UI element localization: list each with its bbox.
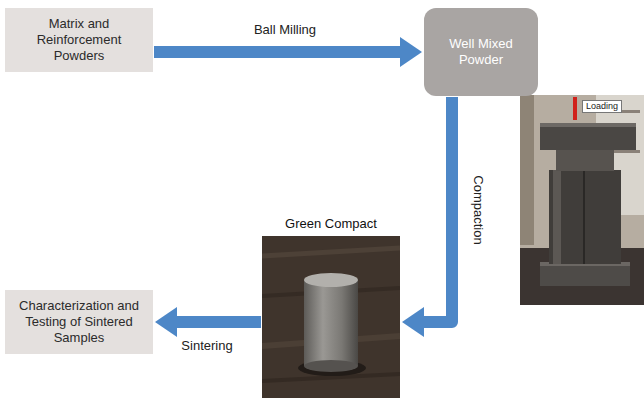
- photo-label: Loading: [582, 100, 622, 113]
- flow-arrow: [154, 37, 422, 67]
- edge-label: Sintering: [179, 338, 234, 354]
- die-highlight: [553, 170, 561, 264]
- flow-arrow: [155, 307, 261, 337]
- text-wrap: Matrix and Reinforcement Powders: [13, 16, 145, 64]
- arrow-shaft: [422, 97, 452, 322]
- arrow-head: [400, 37, 422, 67]
- press-die: [549, 170, 621, 264]
- edge-label: Ball Milling: [252, 22, 318, 38]
- die-split: [583, 170, 585, 264]
- photo-node: Green Compact: [262, 216, 400, 400]
- box-text: Matrix and Reinforcement Powders: [13, 16, 145, 64]
- box-text: Characterization and Testing of Sintered…: [13, 298, 145, 346]
- press-base: [540, 262, 630, 286]
- process-box: Well Mixed Powder: [424, 8, 538, 96]
- press-top-block: [540, 123, 636, 150]
- arrow-head: [155, 307, 177, 337]
- process-box: Characterization and Testing of Sintered…: [5, 290, 153, 354]
- text-wrap: Well Mixed Powder: [432, 36, 530, 68]
- box-text: Well Mixed Powder: [432, 36, 530, 68]
- compact-photo: [262, 236, 400, 398]
- flow-arrow: [402, 97, 452, 337]
- photo-wall: [520, 95, 644, 305]
- arrow-shaft: [175, 316, 261, 328]
- photo-heading: Green Compact: [262, 216, 400, 236]
- process-box: Matrix and Reinforcement Powders: [5, 8, 153, 72]
- text-wrap: Characterization and Testing of Sintered…: [13, 298, 145, 346]
- top-block-edge: [540, 123, 636, 127]
- arrow-head: [402, 307, 424, 337]
- photo-door: [520, 95, 534, 245]
- arrow-shaft: [154, 46, 402, 58]
- load-arrow: [573, 97, 577, 120]
- edge-label: Compaction: [470, 173, 486, 246]
- press-ring: [556, 150, 614, 171]
